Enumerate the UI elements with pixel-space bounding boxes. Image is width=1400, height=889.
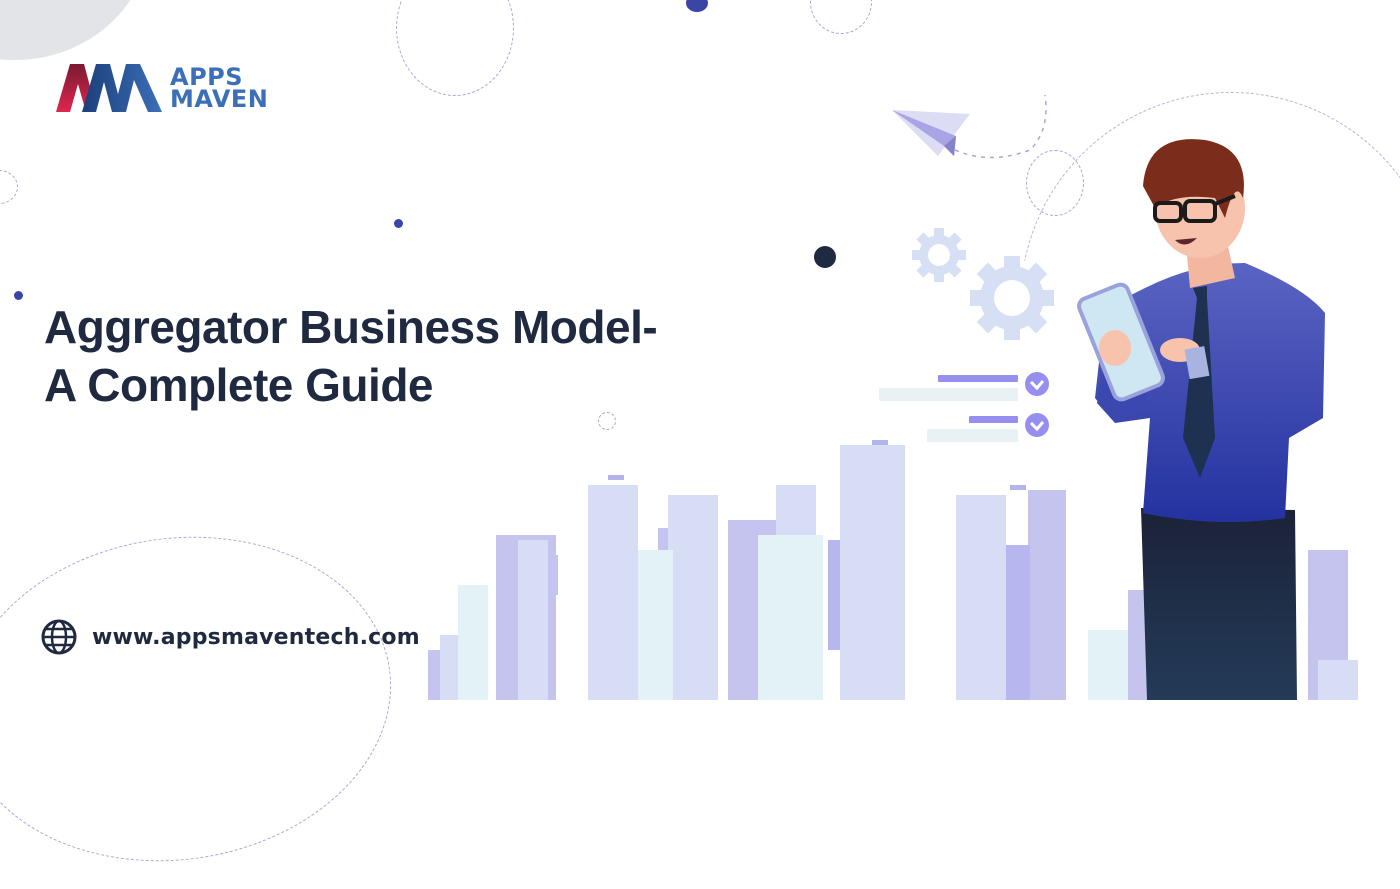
brand-name-line1: APPS	[170, 63, 244, 91]
gear-icon-small	[912, 228, 966, 282]
checklist-bar	[927, 429, 1018, 442]
brand-name-line2: MAVEN	[170, 85, 269, 113]
page-title: Aggregator Business Model- A Complete Gu…	[44, 298, 658, 414]
globe-icon	[41, 619, 77, 655]
checklist-bar	[879, 388, 1018, 401]
brand-logo[interactable]: APPS MAVEN	[56, 64, 268, 112]
title-line-1: Aggregator Business Model-	[44, 301, 658, 353]
check-circle-icon	[1025, 413, 1049, 437]
dashed-circle-decoration	[598, 412, 616, 430]
dashed-circle-decoration	[396, 0, 514, 96]
dashed-circle-decoration	[0, 170, 18, 204]
corner-blob-decoration	[0, 0, 150, 60]
checklist-bar	[938, 375, 1018, 382]
gear-icon-large	[970, 256, 1054, 340]
dot-decoration	[814, 246, 836, 268]
website-url: www.appsmaventech.com	[92, 624, 420, 650]
dashed-path-decoration	[954, 94, 1047, 159]
dot-decoration	[686, 0, 708, 12]
title-line-2: A Complete Guide	[44, 359, 434, 411]
businessman-with-tablet	[1077, 139, 1325, 700]
dashed-arc-decoration	[0, 509, 413, 889]
am-monogram-icon	[56, 64, 162, 112]
paper-plane-icon	[892, 110, 970, 156]
dot-decoration	[394, 219, 403, 228]
dot-decoration	[14, 291, 23, 300]
website-link[interactable]: www.appsmaventech.com	[40, 618, 420, 656]
check-circle-icon	[1025, 372, 1049, 396]
checklist-bar	[969, 416, 1018, 423]
dashed-circle-decoration	[810, 0, 872, 34]
